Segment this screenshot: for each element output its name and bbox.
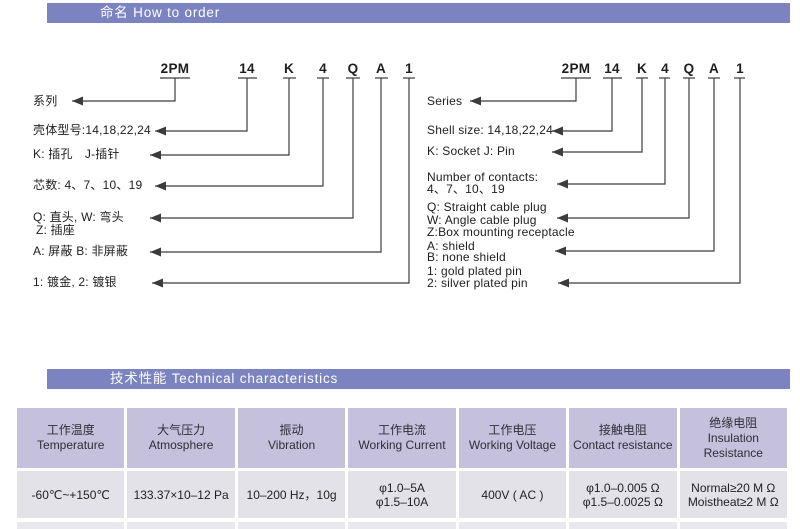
banner-how-to-order-text: 命名 How to order bbox=[100, 5, 221, 20]
value-cell-insulation-resistance: Normal≥20 M Ω Moistheat≥2 M Ω bbox=[679, 471, 787, 518]
header-zh: 工作温度 bbox=[46, 423, 95, 437]
order-code-part-plating: 1 bbox=[736, 61, 744, 76]
label-shell-size-zh: 壳体型号:14,18,22,24 bbox=[33, 123, 151, 137]
sliver-cell bbox=[458, 522, 567, 529]
value-line: Moistheat≥2 M Ω bbox=[687, 494, 779, 509]
order-code-part-contacts: 4 bbox=[319, 61, 327, 76]
sliver-cell bbox=[569, 522, 677, 529]
header-en: Atmosphere bbox=[148, 438, 214, 452]
order-code-part-shell: 14 bbox=[239, 61, 255, 76]
header-zh: 绝缘电阻 bbox=[709, 415, 758, 430]
order-code-part-style: Q bbox=[683, 61, 695, 76]
value-line: φ1.0–0.005 Ω bbox=[586, 480, 660, 495]
sliver-cell bbox=[348, 522, 456, 529]
label-contact-count-values-en: 4、7、10、19 bbox=[427, 182, 505, 196]
header-en: Temperature bbox=[37, 438, 105, 452]
table-value-row: -60℃~+150℃ 133.37×10–12 Pa 10–200 Hz，10g… bbox=[17, 471, 787, 518]
sliver-cell bbox=[237, 522, 346, 529]
sliver-cell bbox=[679, 522, 787, 529]
value-line: 400V ( AC ) bbox=[481, 487, 544, 502]
banner-technical-characteristics: 技术性能 Technical characteristics bbox=[47, 369, 790, 389]
label-plating-1-en: 1: gold plated pin bbox=[427, 264, 523, 278]
label-series-en: Series bbox=[427, 94, 463, 108]
value-cell-temperature: -60℃~+150℃ bbox=[17, 471, 125, 518]
value-line: -60℃~+150℃ bbox=[31, 487, 110, 502]
label-contact-type-en: K: Socket J: Pin bbox=[427, 144, 515, 158]
order-code-part-contact-type: K bbox=[636, 61, 648, 76]
order-code-part-series: 2PM bbox=[160, 61, 190, 76]
order-code-part-shell: 14 bbox=[604, 61, 620, 76]
order-code-part-contacts: 4 bbox=[661, 61, 669, 76]
sliver-cell bbox=[127, 522, 235, 529]
value-cell-contact-resistance: φ1.0–0.005 Ω φ1.5–0.0025 Ω bbox=[569, 471, 677, 518]
label-style-qw-zh: Q: 直头, W: 弯头 bbox=[33, 210, 124, 224]
order-code-part-shielding: A bbox=[708, 61, 720, 76]
label-contact-count-zh: 芯数: 4、7、10、19 bbox=[33, 178, 143, 192]
order-code-part-series: 2PM bbox=[561, 61, 591, 76]
header-cell-contact-resistance: 接触电阻 Contact resistance bbox=[569, 408, 677, 468]
value-line: φ1.5–10A bbox=[375, 494, 429, 509]
header-en: Working Voltage bbox=[468, 438, 556, 452]
label-contact-count-en: Number of contacts: bbox=[427, 170, 539, 184]
header-zh: 振动 bbox=[279, 423, 304, 437]
header-cell-working-voltage: 工作电压 Working Voltage bbox=[458, 408, 567, 468]
value-line: 133.37×10–12 Pa bbox=[133, 487, 229, 502]
order-code-part-plating: 1 bbox=[405, 61, 413, 76]
label-style-z-en: Z:Box mounting receptacle bbox=[427, 225, 575, 239]
header-zh: 大气压力 bbox=[157, 423, 206, 437]
label-series-zh: 系列 bbox=[33, 94, 58, 108]
header-zh: 接触电阻 bbox=[598, 423, 647, 437]
header-en: Insulation Resistance bbox=[703, 430, 763, 460]
table-header-row: 工作温度 Temperature 大气压力 Atmosphere 振动 Vibr… bbox=[17, 408, 787, 468]
banner-technical-text: 技术性能 Technical characteristics bbox=[110, 371, 339, 386]
value-cell-atmosphere: 133.37×10–12 Pa bbox=[127, 471, 235, 518]
label-shielding-zh: A: 屏蔽 B: 非屏蔽 bbox=[33, 244, 129, 258]
header-en: Working Current bbox=[358, 438, 446, 452]
table-next-row-sliver bbox=[17, 522, 787, 529]
order-code-part-style: Q bbox=[347, 61, 359, 76]
value-cell-working-current: φ1.0–5A φ1.5–10A bbox=[348, 471, 456, 518]
header-zh: 工作电压 bbox=[488, 423, 537, 437]
label-shield-a-en: A: shield bbox=[427, 239, 475, 253]
label-style-q-en: Q: Straight cable plug bbox=[427, 200, 547, 214]
header-cell-atmosphere: 大气压力 Atmosphere bbox=[127, 408, 235, 468]
header-zh: 工作电流 bbox=[377, 423, 426, 437]
order-code-part-shielding: A bbox=[375, 61, 387, 76]
label-plating-2-en: 2: silver plated pin bbox=[427, 276, 528, 290]
label-style-w-en: W: Angle cable plug bbox=[427, 213, 537, 227]
header-cell-temperature: 工作温度 Temperature bbox=[17, 408, 125, 468]
header-cell-working-current: 工作电流 Working Current bbox=[348, 408, 456, 468]
label-contact-type-zh: K: 插孔 J-插针 bbox=[33, 147, 120, 161]
sliver-cell bbox=[17, 522, 125, 529]
header-en: Vibration bbox=[267, 438, 316, 452]
banner-how-to-order: 命名 How to order bbox=[47, 3, 790, 23]
value-cell-vibration: 10–200 Hz，10g bbox=[237, 471, 346, 518]
label-shell-size-en: Shell size: 14,18,22,24 bbox=[427, 123, 554, 137]
label-shield-b-en: B: none shield bbox=[427, 250, 506, 264]
label-style-z-zh: Z: 插座 bbox=[36, 223, 75, 237]
value-line: 10–200 Hz，10g bbox=[246, 487, 337, 502]
technical-characteristics-table: 工作温度 Temperature 大气压力 Atmosphere 振动 Vibr… bbox=[17, 408, 787, 529]
value-cell-working-voltage: 400V ( AC ) bbox=[458, 471, 567, 518]
header-en: Contact resistance bbox=[573, 438, 673, 452]
label-plating-zh: 1: 镀金, 2: 镀银 bbox=[33, 275, 117, 289]
header-cell-vibration: 振动 Vibration bbox=[237, 408, 346, 468]
header-cell-insulation-resistance: 绝缘电阻 Insulation Resistance bbox=[679, 408, 787, 468]
value-line: φ1.0–5A bbox=[379, 480, 425, 495]
order-code-part-contact-type: K bbox=[283, 61, 295, 76]
value-line: φ1.5–0.0025 Ω bbox=[582, 494, 663, 509]
value-line: Normal≥20 M Ω bbox=[691, 480, 776, 495]
